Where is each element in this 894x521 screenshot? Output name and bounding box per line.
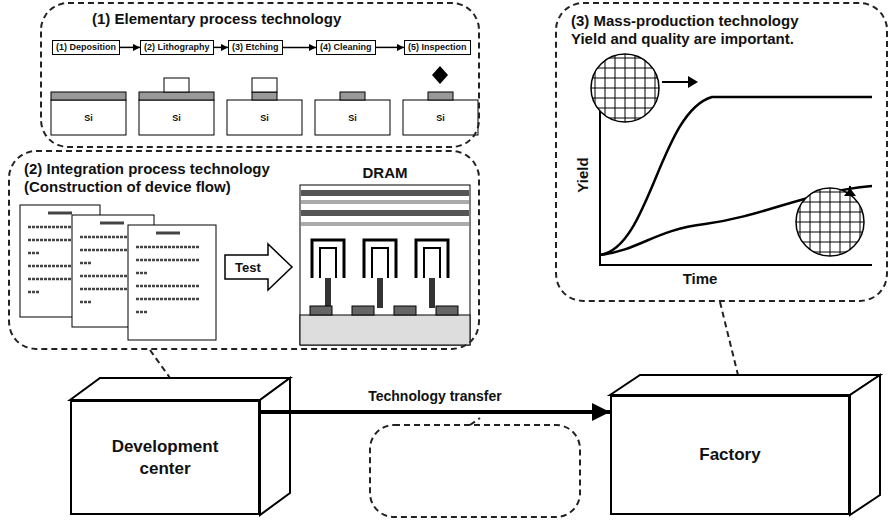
bubble-tail [150, 350, 170, 378]
figure-label: DRAM [363, 164, 408, 181]
substrate-label: Si [348, 113, 357, 123]
substrate-label: Si [172, 113, 181, 123]
figure-label: Test [235, 260, 261, 275]
box-top [70, 378, 290, 400]
step-label: (5) Inspection [408, 42, 467, 53]
flow-arrow [214, 47, 229, 49]
document-bubble [370, 425, 580, 517]
bubble-heading: (3) Mass-production technology Yield and… [571, 12, 826, 48]
flow-arrow [376, 47, 404, 49]
box-top [610, 375, 880, 395]
dram-cross-section [300, 185, 470, 345]
yield-chart [585, 48, 872, 265]
process-step-box: (5) Inspection [404, 40, 471, 55]
substrate-label: Si [436, 113, 445, 123]
bubble-heading: (1) Elementary process technology [92, 10, 478, 28]
process-step-box: (4) Cleaning [316, 40, 376, 55]
process-step-box: (3) Etching [228, 40, 283, 55]
process-step-box: (1) Deposition [52, 40, 120, 55]
callout-bubble: (1) Elementary process technology (1) Dep… [40, 2, 480, 148]
flow-documents [20, 205, 216, 340]
box-side [850, 375, 880, 515]
step-label: (4) Cleaning [320, 42, 372, 53]
substrate-label: Si [260, 113, 269, 123]
wafer-steps [51, 66, 478, 135]
callout-bubble: (3) Mass-production technology Yield and… [555, 2, 888, 302]
substrate-label: Si [84, 113, 93, 123]
edge-label: Technology transfer [365, 388, 505, 404]
test-arrow [225, 244, 292, 290]
box-side [260, 378, 290, 515]
axis-label: Yield [574, 157, 591, 192]
box-label: Factory [699, 444, 760, 465]
step-label: (3) Etching [232, 42, 279, 53]
axis-label: Time [683, 270, 718, 287]
facility-box: Factory [610, 395, 850, 515]
bubble-heading: (2) Integration process technology (Cons… [24, 160, 324, 196]
flow-arrow [283, 47, 317, 49]
facility-box: Development center [70, 400, 260, 515]
box-label: Development center [100, 436, 230, 479]
bubble-tail [720, 302, 738, 375]
bubble-tail [470, 418, 480, 425]
flow-arrow [120, 47, 140, 49]
callout-bubble: (2) Integration process technology (Cons… [8, 150, 480, 350]
process-step-box: (2) Lithography [140, 40, 214, 55]
step-label: (2) Lithography [144, 42, 210, 53]
step-label: (1) Deposition [56, 42, 116, 53]
flow-arrow [260, 410, 610, 414]
